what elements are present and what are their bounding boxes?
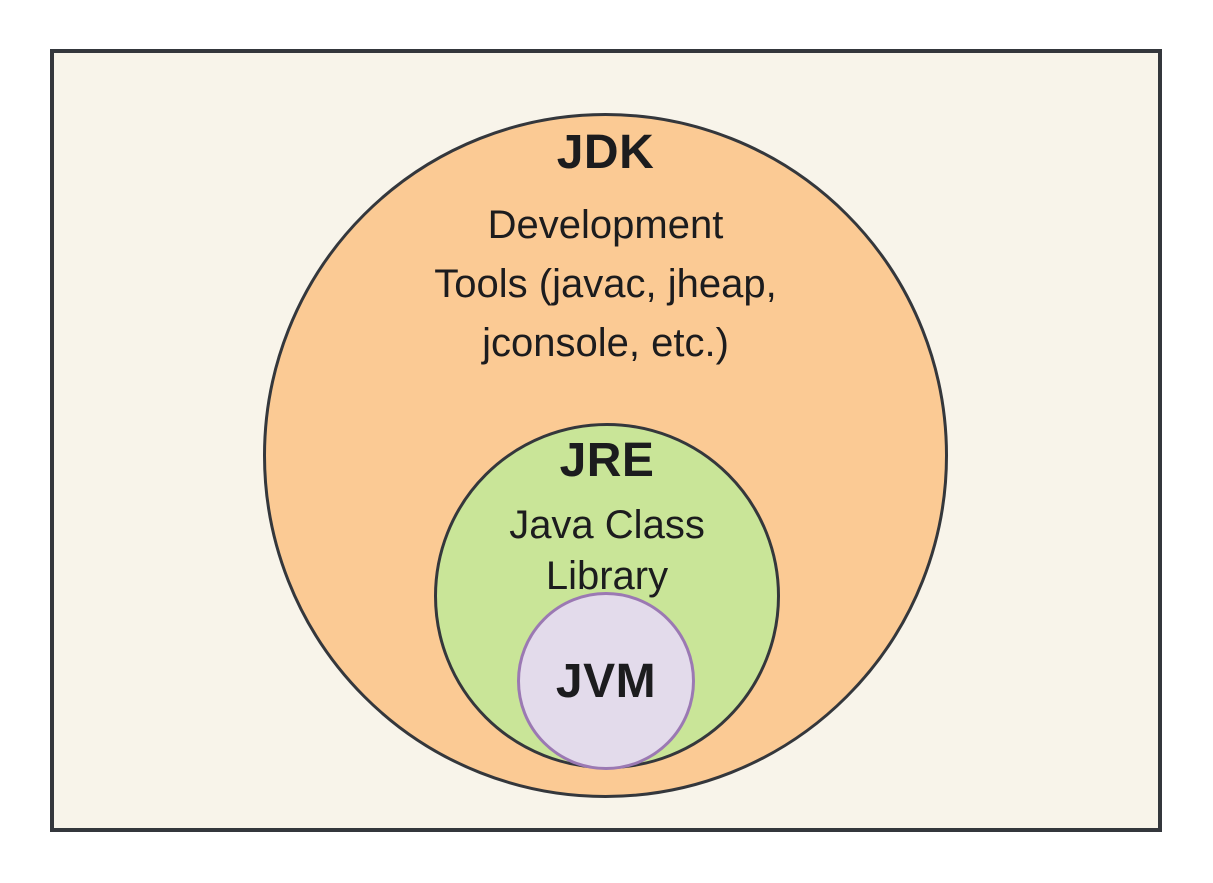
- jdk-title: JDK: [556, 126, 655, 179]
- jvm-circle: JVM: [517, 592, 695, 770]
- diagram-canvas: JDK Development Tools (javac, jheap, jco…: [54, 53, 1158, 828]
- jre-description-line-1: Java Class: [509, 503, 705, 547]
- jdk-description: Development Tools (javac, jheap, jconsol…: [266, 196, 945, 373]
- jdk-description-line-1: Development: [487, 203, 724, 247]
- jre-description: Java Class Library: [437, 500, 777, 602]
- diagram-frame: JDK Development Tools (javac, jheap, jco…: [50, 49, 1162, 832]
- jdk-description-line-3: jconsole, etc.): [482, 321, 729, 365]
- jvm-title: JVM: [555, 654, 657, 708]
- jre-title: JRE: [559, 434, 655, 487]
- jre-description-line-2: Library: [545, 554, 669, 598]
- jdk-description-line-2: Tools (javac, jheap,: [434, 262, 777, 306]
